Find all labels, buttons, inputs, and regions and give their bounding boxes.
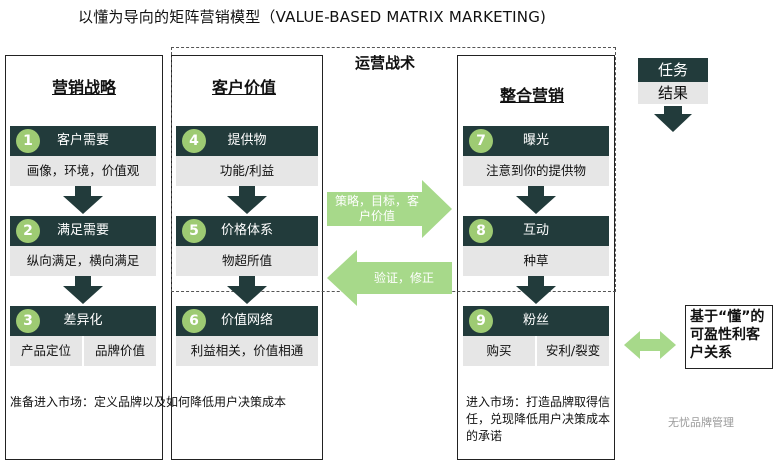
step-4-detail: 功能/利益: [176, 156, 318, 186]
step-4-label: 提供物: [227, 133, 267, 148]
step-4-box: 提供物 4: [176, 126, 318, 156]
step-3-box: 差异化 3: [10, 306, 156, 336]
customer-relation-box: 基于“懂”的可盈性利客户关系: [685, 305, 773, 369]
verify-arrow-text: 验证，修正: [373, 271, 434, 285]
step-9-detail-a: 购买: [463, 336, 535, 366]
step-8-label: 互动: [522, 223, 549, 238]
right-market-note: 进入市场：打造品牌取得信任，兑现降低用户决策成本的承诺: [466, 395, 611, 443]
strategy-arrow-text: 策略，目标，客户价值: [334, 194, 419, 223]
step-1-number: 1: [16, 129, 40, 153]
step-5-number: 5: [182, 219, 206, 243]
step-8-detail: 种草: [463, 246, 609, 276]
step-9-label: 粉丝: [522, 313, 549, 328]
step-6-detail: 利益相关，价值相通: [176, 336, 318, 366]
step-4-number: 4: [182, 129, 206, 153]
result-label: 结果: [638, 82, 708, 104]
strategy-heading: 营销战略: [52, 78, 117, 97]
step-7-number: 7: [469, 129, 493, 153]
step-3-detail-b: 品牌价值: [84, 336, 156, 366]
step-2-detail: 纵向满足，横向满足: [10, 246, 156, 276]
task-label: 任务: [638, 58, 708, 82]
step-7-label: 曝光: [522, 133, 549, 148]
value-heading: 客户价值: [212, 78, 277, 97]
step-1-detail: 画像，环境，价值观: [10, 156, 156, 186]
left-market-note: 准备进入市场：定义品牌以及如何降低用户决策成本: [10, 395, 287, 409]
relation-double-arrow: [624, 331, 676, 359]
step-3-detail-a: 产品定位: [10, 336, 82, 366]
task-result-legend: 任务 结果: [638, 58, 708, 104]
step-5-box: 价格体系 5: [176, 216, 318, 246]
step-6-number: 6: [182, 309, 206, 333]
step-1-label: 客户需要: [56, 133, 109, 148]
operation-tactics-label: 运营战术: [355, 54, 416, 72]
step-8-box: 互动 8: [463, 216, 609, 246]
step-2-number: 2: [16, 219, 40, 243]
step-9-number: 9: [469, 309, 493, 333]
step-6-label: 价值网络: [220, 313, 273, 328]
step-6-box: 价值网络 6: [176, 306, 318, 336]
task-down-arrow: [654, 106, 692, 132]
step-1-box: 客户需要 1: [10, 126, 156, 156]
step-5-detail: 物超所值: [176, 246, 318, 276]
integrated-heading: 整合营销: [500, 86, 565, 105]
diagram-title: 以懂为导向的矩阵营销模型（VALUE-BASED MATRIX MARKETIN…: [78, 8, 547, 26]
step-7-detail: 注意到你的提供物: [463, 156, 609, 186]
step-8-number: 8: [469, 219, 493, 243]
watermark-text: 无忧品牌管理: [668, 416, 734, 429]
step-9-detail-b: 安利/裂变: [537, 336, 609, 366]
step-3-number: 3: [16, 309, 40, 333]
step-5-label: 价格体系: [220, 223, 273, 238]
step-7-box: 曝光 7: [463, 126, 609, 156]
step-2-box: 满足需要 2: [10, 216, 156, 246]
step-2-label: 满足需要: [56, 223, 109, 238]
step-9-box: 粉丝 9: [463, 306, 609, 336]
step-3-label: 差异化: [63, 313, 103, 328]
